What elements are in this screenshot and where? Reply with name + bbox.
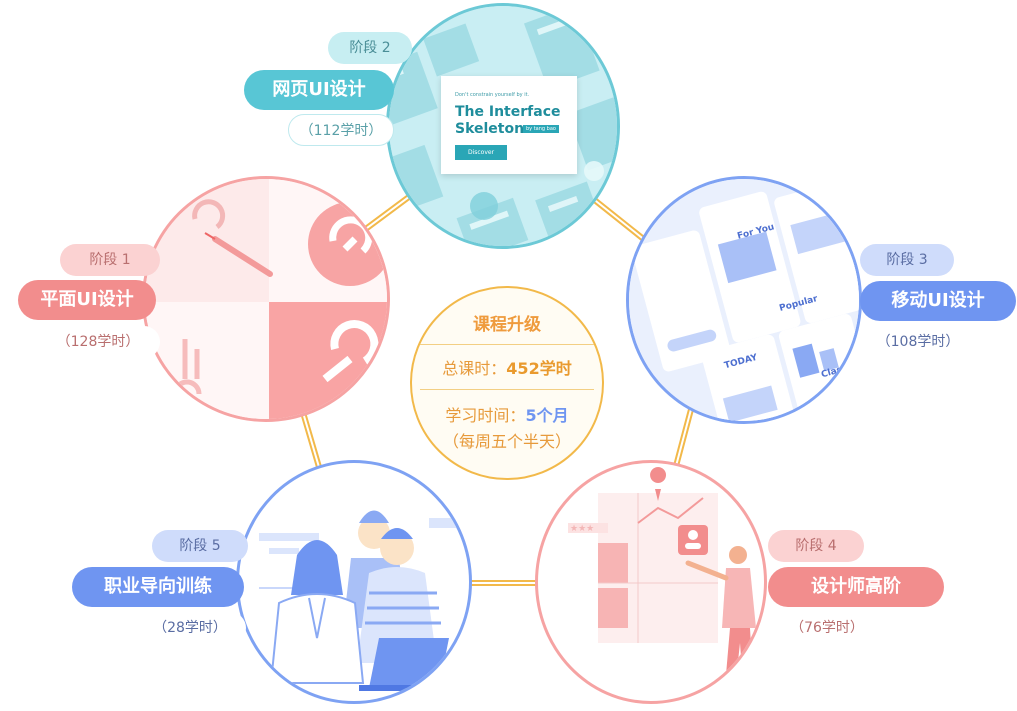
designer-pattern: ★★★ [568, 467, 756, 698]
study-time-value: 5个月 [525, 406, 569, 425]
mobile-ui-pattern [629, 179, 859, 421]
card-headline-2: Skeleton [455, 121, 525, 137]
web-ui-card: Don't constrain yourself by it. The Inte… [441, 76, 577, 174]
card-tagline: Don't constrain yourself by it. [455, 92, 530, 98]
center-title: 课程升级 [473, 315, 541, 335]
stage-1-hours: （128学时） [36, 326, 160, 358]
stage-2-hours: （112学时） [288, 114, 394, 146]
stage-4-name: 设计师高阶 [768, 567, 944, 607]
course-summary: 课程升级 总课时：452学时 学习时间：5个月 （每周五个半天） [410, 286, 604, 480]
card-tag: by tang bao [523, 125, 559, 133]
center-divider-2 [420, 389, 594, 390]
svg-text:★★★: ★★★ [570, 524, 594, 534]
center-divider-1 [420, 344, 594, 345]
stage-1-tag: 阶段 1 [60, 244, 160, 276]
stage-3-name: 移动UI设计 [860, 281, 1016, 321]
stage-1-name: 平面UI设计 [18, 280, 156, 320]
stage-3-illustration: For You Popular TODAY Class [626, 176, 862, 424]
stage-4-tag: 阶段 4 [768, 530, 864, 562]
stage-1-illustration [142, 176, 390, 422]
stage-5-name: 职业导向训练 [72, 567, 244, 607]
stage-4-illustration: ★★★ [535, 460, 767, 704]
total-hours-row: 总课时：452学时 [412, 355, 602, 379]
stage-2-illustration: Don't constrain yourself by it. The Inte… [386, 3, 620, 249]
graphic-ui-pattern [145, 179, 387, 419]
team-pattern [259, 510, 459, 691]
stage-5-hours: （28学时） [134, 612, 246, 644]
stage-3-tag: 阶段 3 [860, 244, 954, 276]
study-time-row: 学习时间：5个月 [412, 402, 602, 426]
stage-2-name: 网页UI设计 [244, 70, 394, 110]
study-time-label: 学习时间： [445, 406, 526, 425]
stage-2-tag: 阶段 2 [328, 32, 412, 64]
stage-3-hours: （108学时） [860, 326, 976, 358]
stage-5-tag: 阶段 5 [152, 530, 248, 562]
total-hours-label: 总课时： [442, 359, 507, 378]
card-headline-1: The Interface [455, 104, 561, 120]
web-ui-pattern [389, 6, 617, 246]
stage-5-illustration [236, 460, 472, 704]
card-discover-button[interactable]: Discover [455, 145, 507, 160]
study-time-note: （每周五个半天） [442, 432, 571, 451]
stage-4-hours: （76学时） [768, 612, 886, 644]
total-hours-value: 452学时 [506, 359, 572, 378]
